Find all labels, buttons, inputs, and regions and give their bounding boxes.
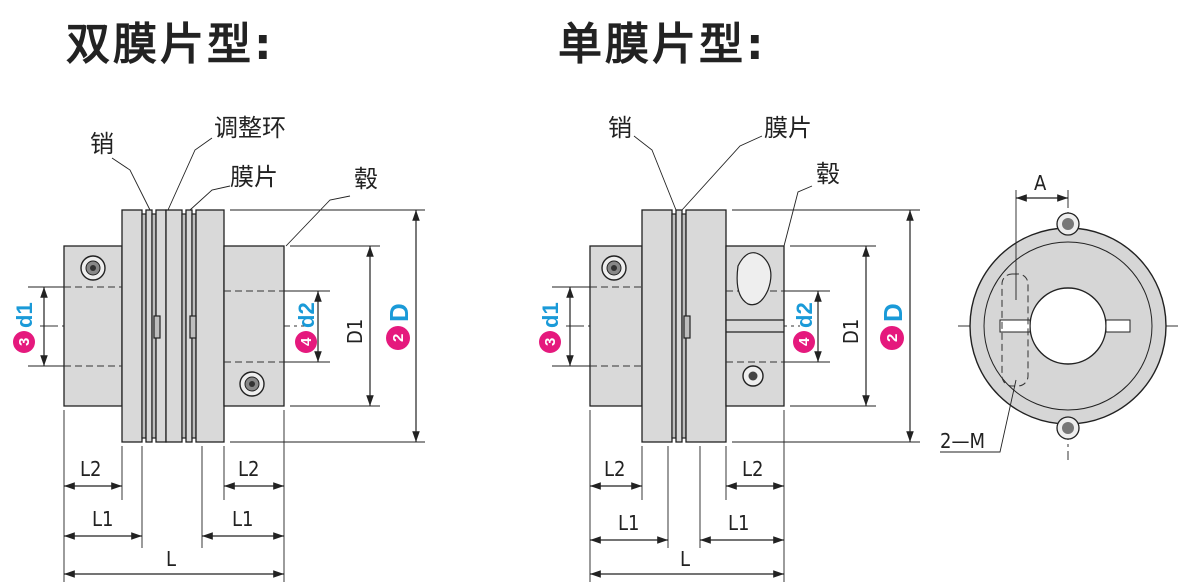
dim-D1-left: D1 xyxy=(343,319,367,344)
title-double-diaphragm: 双膜片型: xyxy=(66,19,275,70)
label-diaphragm-double: 膜片 xyxy=(230,163,278,191)
callout-d2-left: 4 d2 xyxy=(294,302,319,353)
title-single-diaphragm: 单膜片型: xyxy=(558,19,767,70)
callout-d1-right: 3 d1 xyxy=(538,302,563,353)
dim-L-right: L xyxy=(680,547,690,571)
svg-text:2: 2 xyxy=(390,334,407,342)
dim-L1-right-a: L1 xyxy=(618,511,639,535)
end-view-hole-bottom xyxy=(1056,416,1080,440)
svg-text:d2: d2 xyxy=(792,302,817,328)
label-hub-single: 毂 xyxy=(816,160,840,188)
svg-text:d2: d2 xyxy=(294,302,319,328)
dim-L2-right-b: L2 xyxy=(742,457,763,481)
dim-2M: 2—M xyxy=(940,429,985,453)
label-diaphragm-single: 膜片 xyxy=(764,114,812,142)
dim-L1-right-b: L1 xyxy=(728,511,749,535)
dim-L1-left-b: L1 xyxy=(232,507,253,531)
svg-text:D: D xyxy=(384,303,414,322)
dim-L1-left-a: L1 xyxy=(92,507,113,531)
dim-L2-left-b: L2 xyxy=(238,457,259,481)
svg-text:4: 4 xyxy=(796,337,813,346)
svg-text:d1: d1 xyxy=(538,302,563,328)
single-right-flange xyxy=(685,209,727,443)
dim-D1-right: D1 xyxy=(839,319,863,344)
double-screw-top xyxy=(80,255,106,281)
double-right-flange xyxy=(195,209,225,443)
callout-d2-right: 4 d2 xyxy=(792,302,817,353)
callout-D-left: 2 D xyxy=(384,303,414,350)
svg-text:4: 4 xyxy=(298,337,315,346)
dim-L2-left-a: L2 xyxy=(80,457,101,481)
single-coupling-drawing xyxy=(552,135,920,582)
single-screw-top xyxy=(601,255,627,281)
label-pin-double: 销 xyxy=(90,130,114,158)
dim-L-left: L xyxy=(166,547,176,571)
single-clamp-screw xyxy=(742,365,764,387)
svg-text:2: 2 xyxy=(884,334,901,342)
dim-A: A xyxy=(1034,171,1047,195)
single-diaphragm xyxy=(675,209,683,443)
double-left-flange xyxy=(121,209,143,443)
svg-text:d1: d1 xyxy=(12,302,37,328)
single-clamp-window xyxy=(736,252,772,306)
end-view-drawing xyxy=(940,190,1178,460)
double-coupling-drawing xyxy=(28,137,425,582)
svg-text:3: 3 xyxy=(542,338,559,346)
svg-text:3: 3 xyxy=(16,338,33,346)
svg-text:D: D xyxy=(878,303,908,322)
double-screw-bottom xyxy=(239,371,265,397)
end-view-hole-top xyxy=(1056,212,1080,236)
callout-D-right: 2 D xyxy=(878,303,908,350)
dim-L2-right-a: L2 xyxy=(604,457,625,481)
label-adjust-ring: 调整环 xyxy=(214,114,286,142)
callout-d1-left: 3 d1 xyxy=(12,302,37,353)
single-left-flange xyxy=(641,209,673,443)
label-hub-double: 毂 xyxy=(354,165,378,193)
end-view-bore xyxy=(1029,287,1107,365)
label-pin-single: 销 xyxy=(608,114,632,142)
